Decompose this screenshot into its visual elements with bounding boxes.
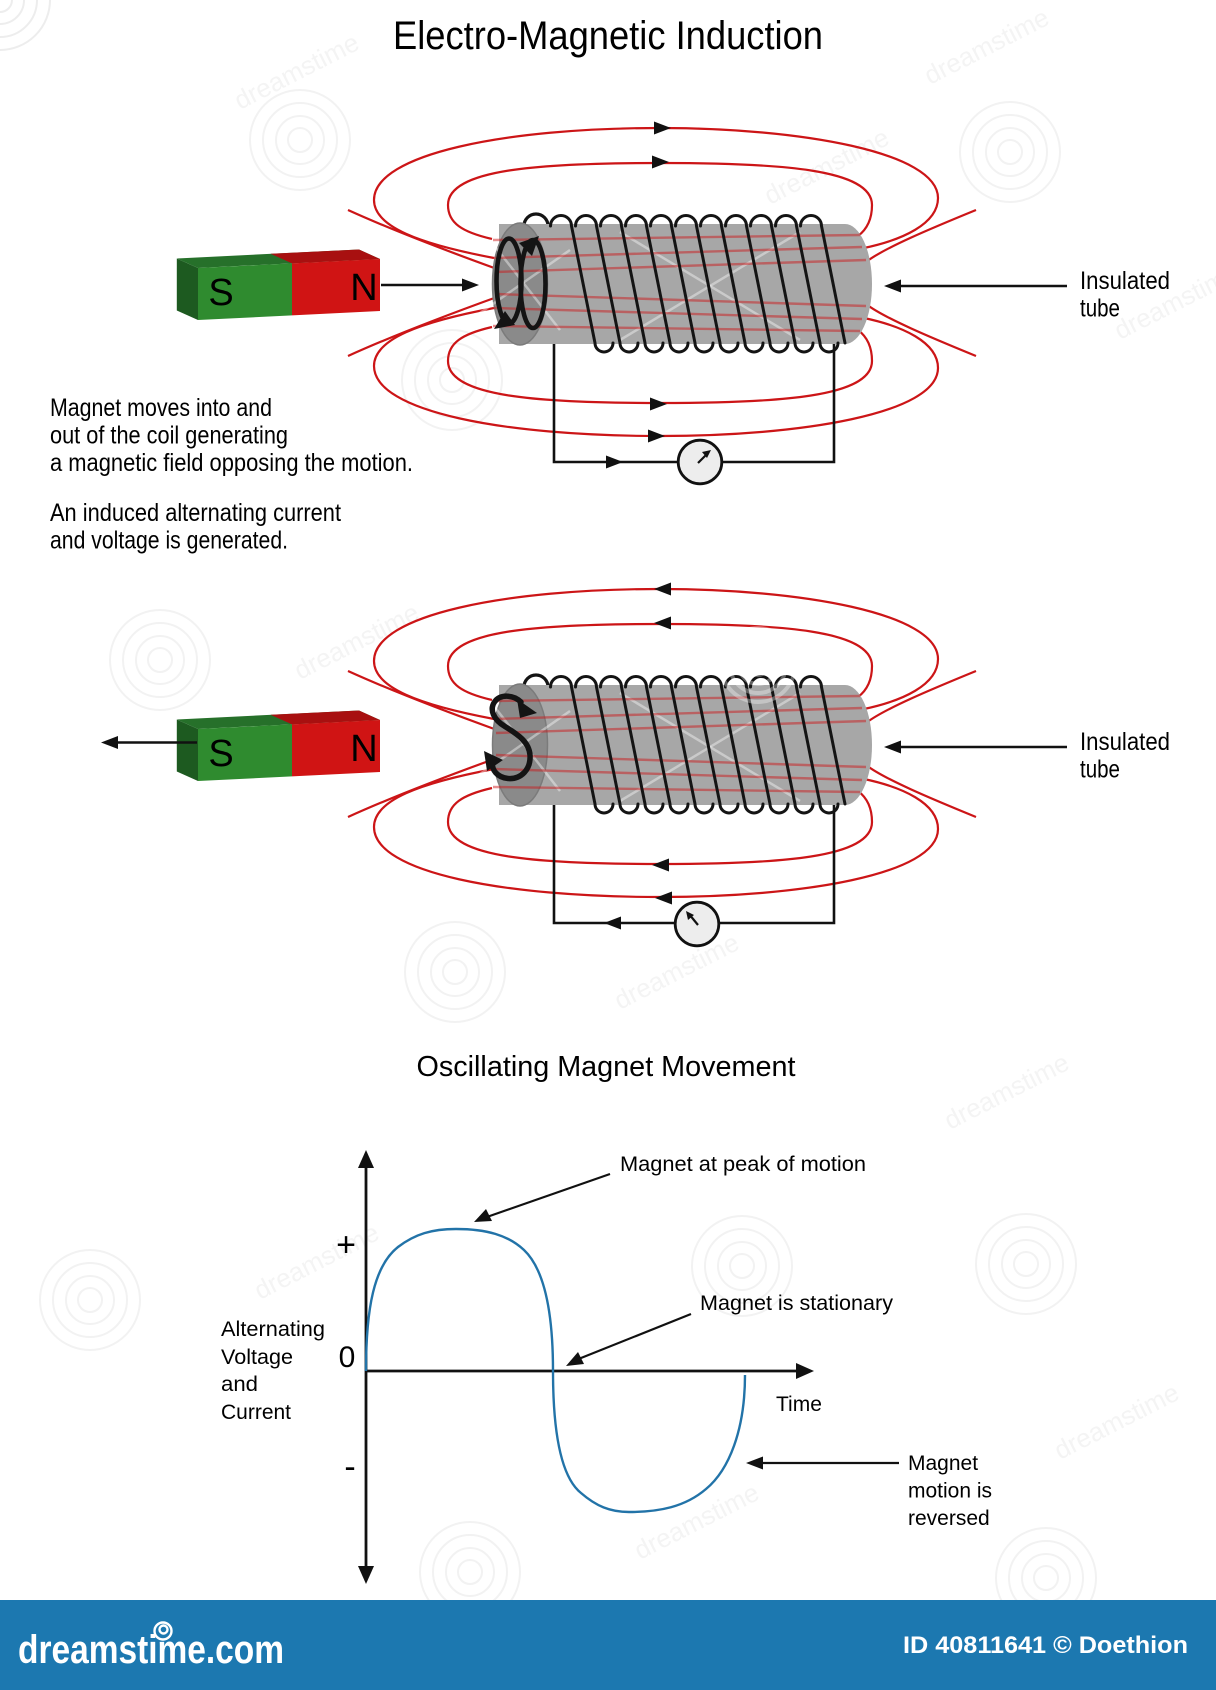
svg-text:out of the coil generating: out of the coil generating xyxy=(50,422,288,450)
svg-text:+: + xyxy=(336,1226,356,1264)
svg-text:Voltage: Voltage xyxy=(221,1346,293,1369)
svg-text:N: N xyxy=(350,267,377,309)
svg-text:Electro-Magnetic Induction: Electro-Magnetic Induction xyxy=(393,14,823,58)
svg-text:Magnet is stationary: Magnet is stationary xyxy=(700,1292,893,1315)
svg-text:Insulated: Insulated xyxy=(1080,728,1170,756)
svg-text:Time: Time xyxy=(776,1393,822,1416)
svg-text:tube: tube xyxy=(1080,295,1120,323)
svg-text:tube: tube xyxy=(1080,756,1120,784)
svg-text:and voltage is generated.: and voltage is generated. xyxy=(50,527,288,555)
svg-text:a magnetic field opposing the: a magnetic field opposing the motion. xyxy=(50,449,413,477)
svg-text:and: and xyxy=(221,1373,258,1396)
svg-text:N: N xyxy=(350,728,377,770)
svg-text:0: 0 xyxy=(339,1341,356,1374)
svg-text:An induced alternating current: An induced alternating current xyxy=(50,499,341,527)
svg-text:ID 40811641 © Doethion: ID 40811641 © Doethion xyxy=(903,1632,1188,1659)
svg-text:dreamstime.com: dreamstime.com xyxy=(18,1628,284,1672)
svg-text:S: S xyxy=(208,272,233,314)
svg-text:motion is: motion is xyxy=(908,1480,992,1503)
svg-text:Current: Current xyxy=(221,1401,291,1424)
svg-text:-: - xyxy=(344,1448,355,1486)
svg-text:reversed: reversed xyxy=(908,1507,990,1530)
svg-text:Magnet at peak of motion: Magnet at peak of motion xyxy=(620,1153,866,1176)
svg-text:Oscillating Magnet Movement: Oscillating Magnet Movement xyxy=(417,1051,796,1083)
svg-text:Alternating: Alternating xyxy=(221,1318,325,1341)
svg-text:Magnet: Magnet xyxy=(908,1452,978,1475)
svg-text:Magnet moves into and: Magnet moves into and xyxy=(50,394,272,422)
svg-text:S: S xyxy=(208,733,233,775)
svg-text:Insulated: Insulated xyxy=(1080,267,1170,295)
